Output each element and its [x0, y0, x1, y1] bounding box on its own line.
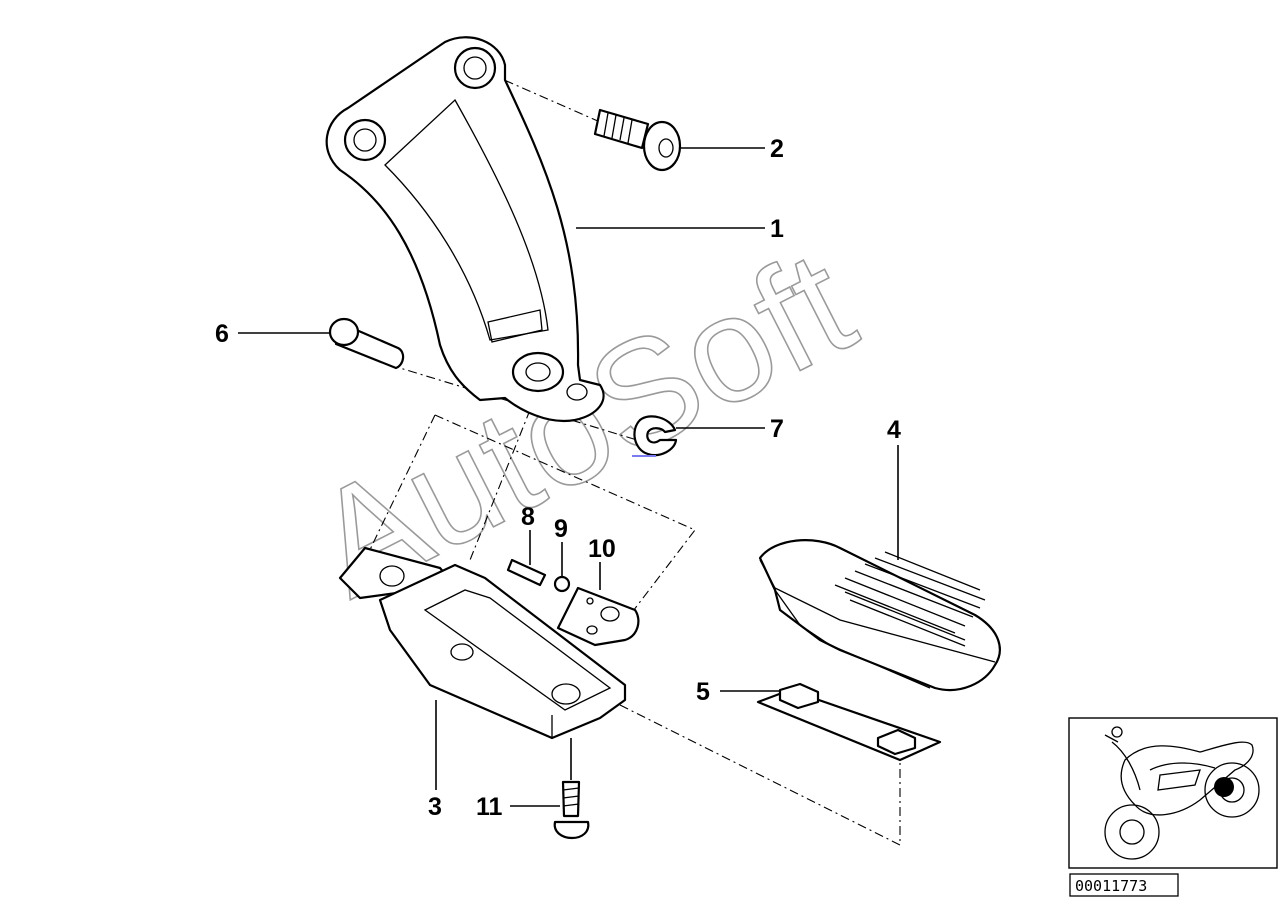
part-7-circlip [633, 415, 678, 457]
part-9-ball [553, 575, 571, 593]
part-8-spring [506, 558, 547, 587]
callout-7: 7 [770, 415, 784, 443]
callout-9: 9 [554, 515, 568, 543]
callout-6: 6 [215, 320, 229, 348]
callout-4: 4 [887, 416, 901, 444]
part-5-strip [756, 682, 942, 762]
callout-10: 10 [588, 535, 616, 563]
part-6-pin [328, 317, 405, 370]
location-dot [1214, 777, 1234, 797]
callout-2: 2 [770, 135, 784, 163]
part-11-screw [553, 780, 590, 840]
callout-labels: 1 2 3 4 5 6 7 8 9 10 11 [215, 135, 901, 821]
leader-lines [238, 147, 899, 807]
locator-thumbnail [1068, 717, 1278, 869]
reference-box: 00011773 [1069, 873, 1179, 897]
callout-3: 3 [428, 793, 442, 821]
callout-5: 5 [696, 678, 710, 706]
part-1-bracket [325, 36, 605, 423]
part-10-plate [556, 586, 640, 647]
callout-1: 1 [770, 215, 784, 243]
reference-number: 00011773 [1075, 877, 1147, 895]
part-2-bolt [593, 108, 682, 172]
part-3-footrest [338, 546, 627, 740]
callout-8: 8 [521, 503, 535, 531]
callout-11: 11 [476, 793, 503, 821]
part-4-rubber [758, 539, 1001, 692]
